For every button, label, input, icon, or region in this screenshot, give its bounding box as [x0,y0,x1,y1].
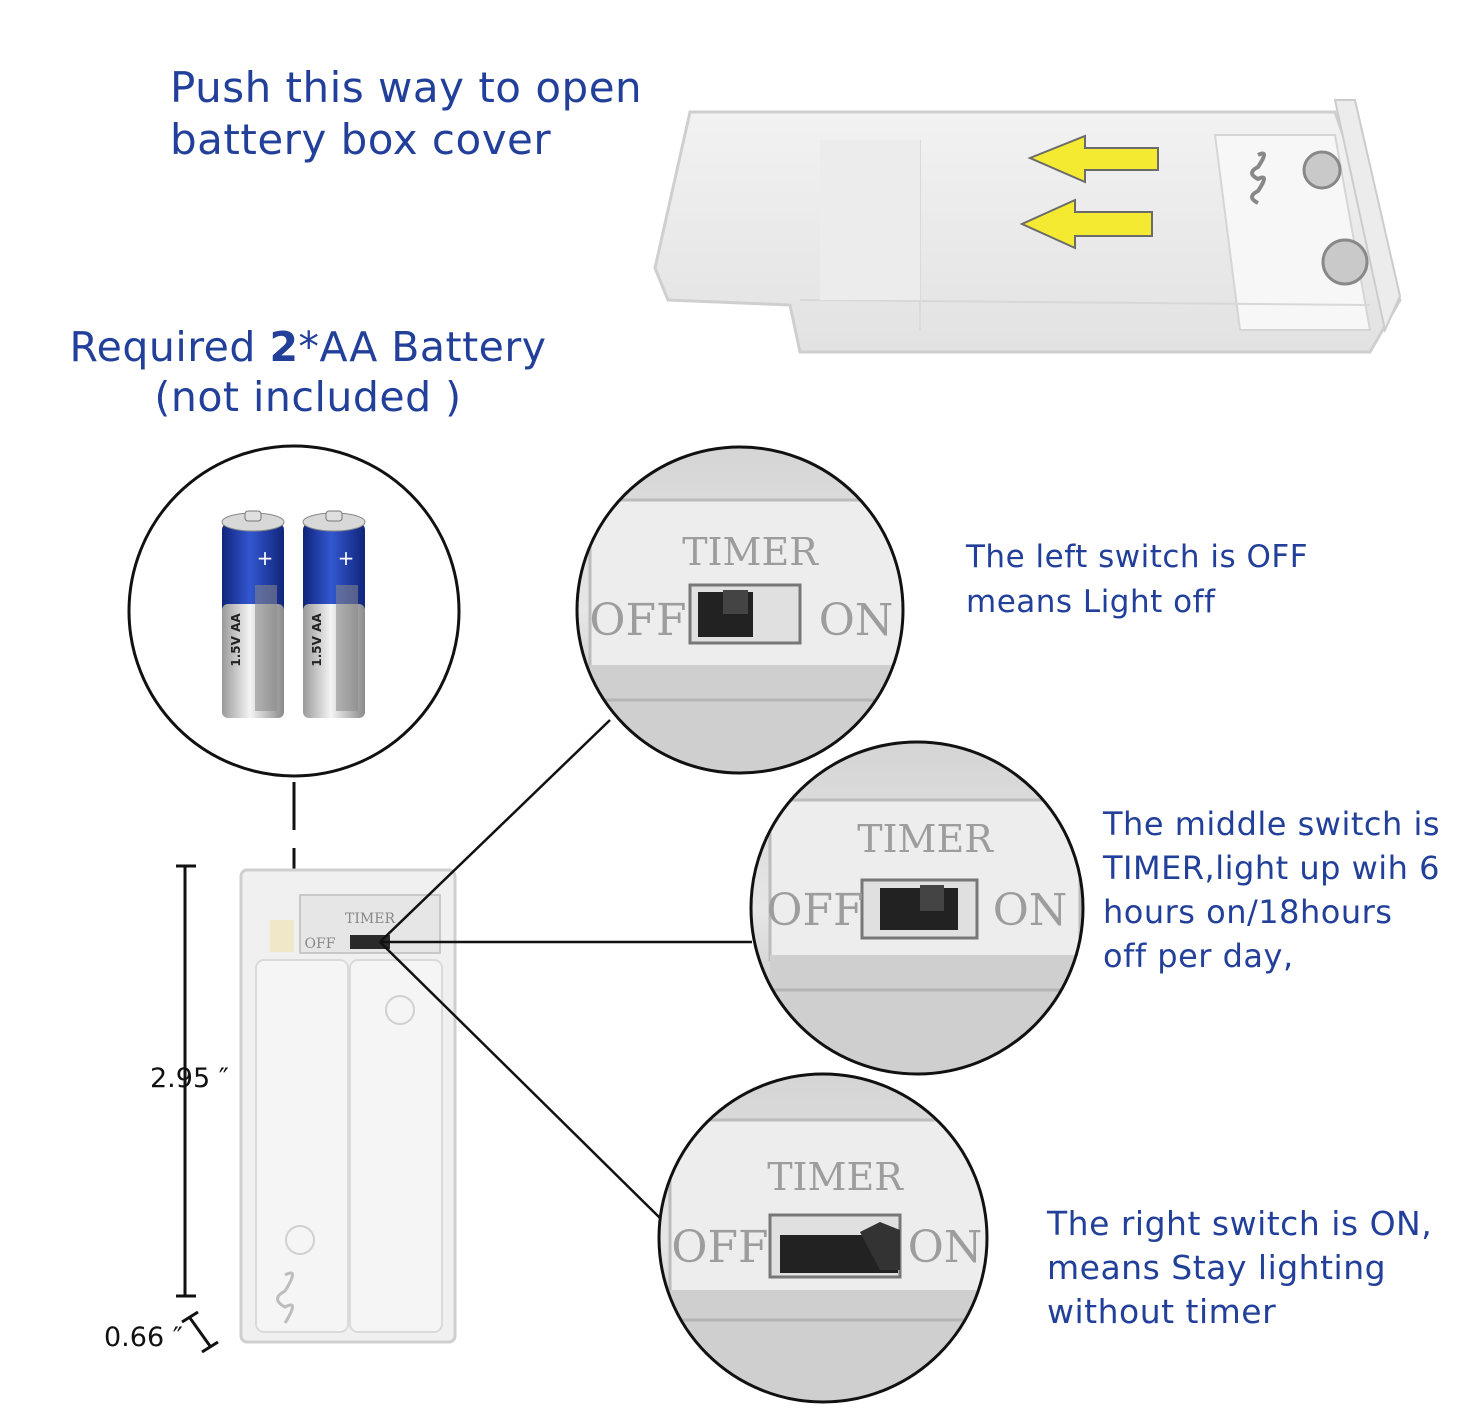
off-circle-off-label: OFF [589,595,686,646]
switch-timer-caption-line-4: off per day, [1103,937,1294,975]
switch-on-caption-line-1: The right switch is ON, [1047,1204,1433,1243]
on-circle-off-label: OFF [671,1222,768,1273]
switch-off-caption-line-2: means Light off [966,584,1216,620]
switch-timer-caption-line-3: hours on/18hours [1103,893,1393,931]
switch-timer-caption-line-2: TIMER,light up wih 6 [1103,849,1440,887]
box-off-label: OFF [305,936,336,952]
switch-timer-caption-line-1: The middle switch is [1103,805,1441,843]
off-circle-on-label: ON [819,595,894,646]
battery-voltage-label: 1.5V AA [229,613,243,667]
battery-type: *AA Battery [298,323,547,371]
battery-requirement-line-2: (not included ) [154,373,462,421]
switch-on-caption-line-2: means Stay lighting [1047,1248,1387,1287]
battery-count: 2 [269,323,299,371]
battery-requirement-line-1: Required 2*AA Battery [58,322,558,372]
battery-plus-label: + [338,546,355,570]
on-circle-on-label: ON [908,1222,983,1273]
switch-off-zoom-circle: TIMER OFF ON [575,445,905,775]
battery-requirement-prefix: Required [69,323,270,371]
aa-battery: + 1.5V AA [221,510,285,718]
off-circle-timer-label: TIMER [682,530,819,574]
leader-lines [379,719,752,1219]
batteries-zoom-circle: + 1.5V AA + 1.5V AA [127,444,461,778]
battery-box-open [653,99,1402,354]
height-dimension-label: 2.95 ″ [150,1063,229,1094]
width-dimension-marker [181,1310,219,1354]
switch-timer-caption: The middle switch is TIMER,light up wih … [1103,802,1440,978]
switch-on-caption: The right switch is ON, means Stay light… [1047,1202,1432,1334]
open-cover-caption: Push this way to open battery box cover [170,62,642,166]
battery-requirement-caption: Required 2*AA Battery (not included ) [58,322,558,422]
open-cover-caption-line-2: battery box cover [170,115,552,164]
on-circle-timer-label: TIMER [767,1155,904,1199]
switch-off-caption-line-1: The left switch is OFF [966,539,1309,575]
switch-off-caption: The left switch is OFF means Light off [966,535,1308,625]
battery-voltage-label: 1.5V AA [310,613,324,667]
timer-circle-timer-label: TIMER [857,817,994,861]
width-dimension-label: 0.66 ″ [104,1322,183,1353]
switch-on-zoom-circle: TIMER OFF ON [657,1072,989,1404]
aa-battery: + 1.5V AA [302,510,366,718]
battery-plus-label: + [257,546,274,570]
timer-circle-on-label: ON [993,885,1068,936]
box-timer-label: TIMER [345,911,395,927]
open-cover-caption-line-1: Push this way to open [170,63,643,112]
push-arrow-icon [1027,134,1159,184]
switch-timer-zoom-circle: TIMER OFF ON [749,740,1085,1076]
height-dimension-marker [176,864,196,1298]
push-arrow-icon [1019,198,1153,250]
timer-circle-off-label: OFF [766,885,863,936]
switch-on-caption-line-3: without timer [1047,1292,1277,1331]
battery-box-closed: TIMER OFF [239,868,457,1344]
